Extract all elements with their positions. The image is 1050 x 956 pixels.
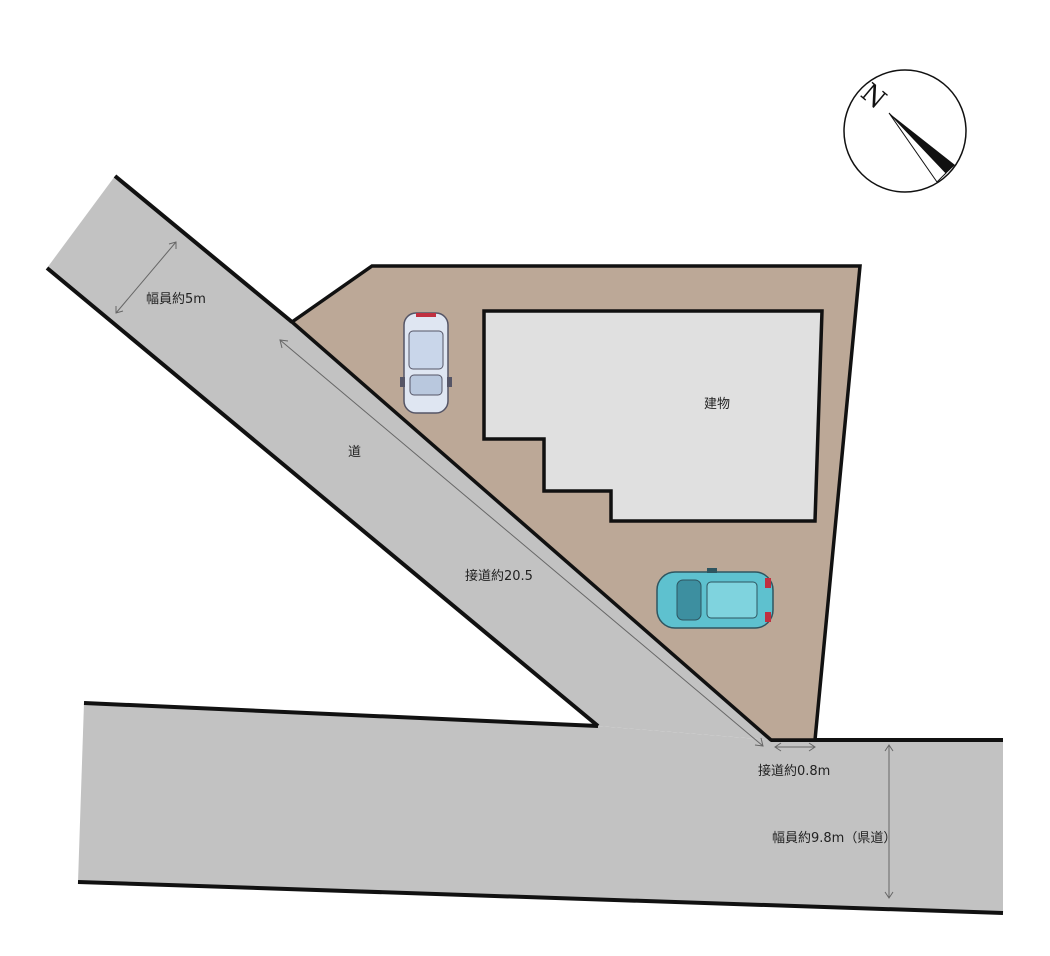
road-width-arrow-a: [115, 306, 124, 314]
north-arrow-icon: [888, 112, 955, 183]
road-label: 道: [348, 445, 361, 460]
road-width-label: 幅員約5m: [146, 292, 206, 307]
frontage-long-label: 接道約20.5: [465, 568, 533, 584]
frontage-short-arrow-a: [774, 742, 782, 752]
frontage-long-arrow-b: [754, 737, 764, 747]
road-width-dimension: [115, 241, 177, 314]
road-edge-lower-left: [45, 266, 600, 728]
prefectural-width-arrow-b: [884, 891, 894, 899]
frontage-short-arrow-b: [808, 742, 816, 752]
prefectural-road: [78, 703, 1003, 913]
diagonal-road: [47, 176, 771, 740]
building-label: 建物: [704, 397, 730, 412]
car-icon: [400, 312, 452, 414]
road-edge-upper: [113, 174, 294, 324]
frontage-long-arrow-a: [279, 339, 289, 349]
car-icon: [656, 568, 774, 629]
building: [482, 309, 824, 523]
prefectural-width-label: 幅員約9.8m（県道）: [772, 831, 896, 846]
frontage-short-label: 接道約0.8m: [758, 763, 830, 779]
compass: N: [843, 69, 967, 193]
road-width-arrow-b: [168, 241, 177, 249]
prefectural-road-edge-bottom: [77, 880, 1004, 915]
frontage-long-dimension: [279, 339, 764, 747]
prefectural-road-edge-top: [83, 701, 599, 728]
prefectural-width-arrow-a: [884, 744, 894, 752]
